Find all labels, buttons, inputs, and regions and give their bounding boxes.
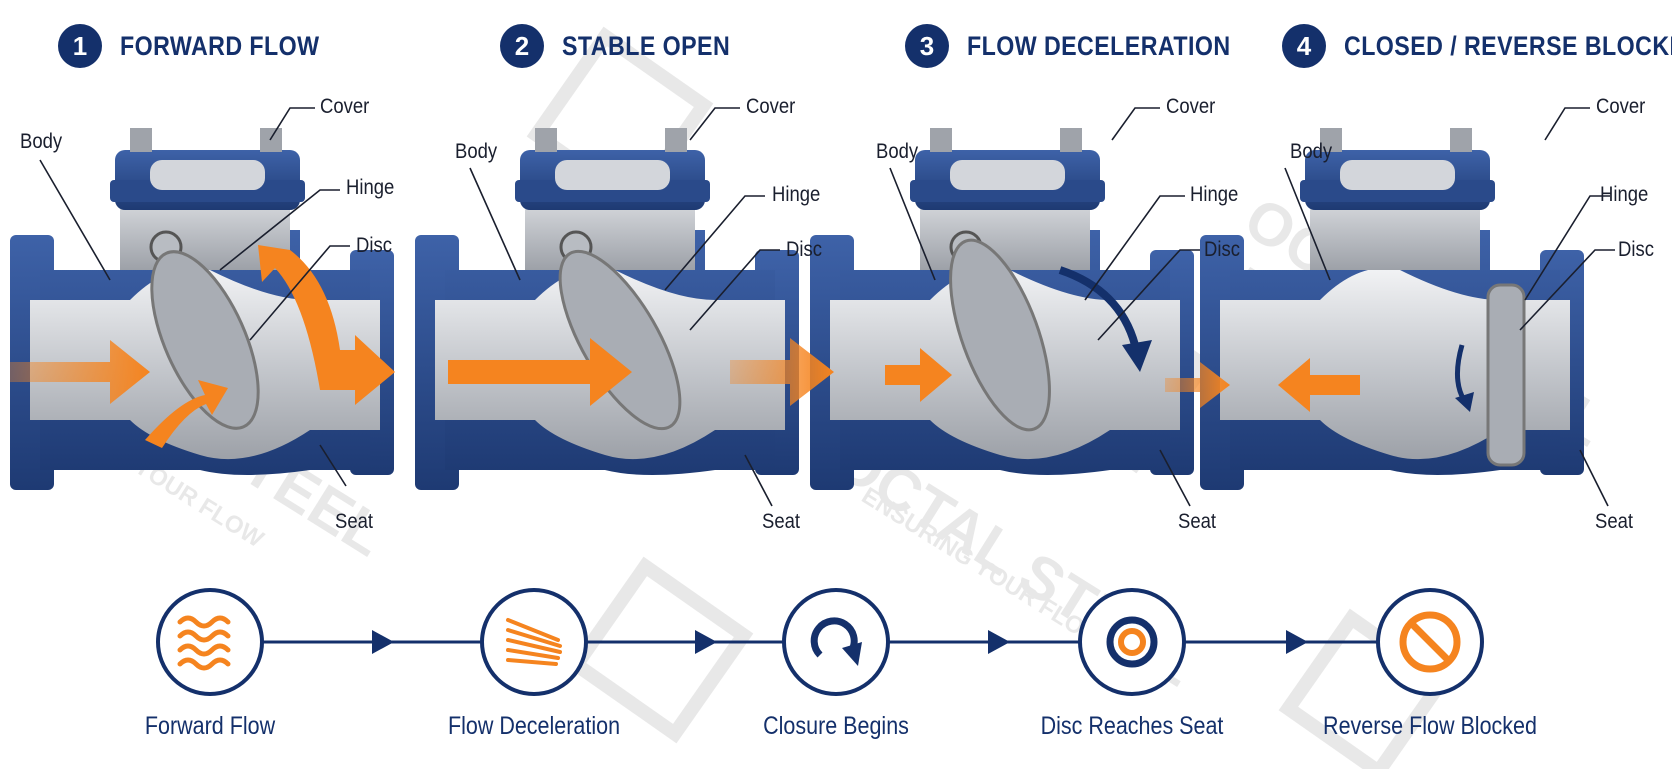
rotation-arrow-icon [782,588,890,696]
label-body-4: Body [1290,140,1333,163]
timeline [156,588,1484,696]
label-hinge-3: Hinge [1190,183,1239,206]
step-title-2: STABLE OPEN [562,30,731,61]
label-seat-3: Seat [1178,510,1217,533]
closing-arrows [1058,266,1474,412]
disc-2 [558,230,682,431]
step-header-4: 4 CLOSED / REVERSE BLOCKED [1282,24,1672,68]
prohibited-icon [1376,588,1484,696]
timeline-label-closure-begins: Closure Begins [763,712,909,740]
step-title-1: FORWARD FLOW [120,30,320,61]
step-number-4: 4 [1282,24,1326,68]
disc-3 [949,230,1051,432]
label-cover-2: Cover [746,95,796,118]
label-seat-1: Seat [335,510,374,533]
label-seat-4: Seat [1595,510,1634,533]
timeline-label-disc-reaches-seat: Disc Reaches Seat [1040,712,1224,740]
label-cover-3: Cover [1166,95,1216,118]
flow-arrows [10,245,1360,448]
label-disc-1: Disc [356,234,392,257]
disc-1 [149,230,260,430]
label-disc-3: Disc [1204,238,1240,261]
step-title-3: FLOW DECELERATION [967,30,1231,61]
label-cover-1: Cover [320,95,370,118]
step-number-1: 1 [58,24,102,68]
label-seat-2: Seat [762,510,801,533]
label-disc-2: Disc [786,238,822,261]
label-cover-4: Cover [1596,95,1646,118]
timeline-label-reverse-flow-blocked: Reverse Flow Blocked [1323,712,1537,740]
label-hinge-2: Hinge [772,183,821,206]
step-number-2: 2 [500,24,544,68]
label-disc-4: Disc [1618,238,1654,261]
step-number-3: 3 [905,24,949,68]
step-header-2: 2 STABLE OPEN [500,24,758,68]
disc-4 [1486,283,1526,467]
label-body-3: Body [876,140,919,163]
label-hinge-1: Hinge [346,176,395,199]
label-body-2: Body [455,140,498,163]
valve-4 [1200,128,1584,490]
leader-lines [39,107,1615,507]
decelerating-lines-icon [480,588,588,696]
step-title-4: CLOSED / REVERSE BLOCKED [1344,30,1672,61]
timeline-label-forward-flow: Forward Flow [144,712,276,740]
target-rings-icon [1078,588,1186,696]
step-header-3: 3 FLOW DECELERATION [905,24,1273,68]
step-header-1: 1 FORWARD FLOW [58,24,352,68]
timeline-label-flow-deceleration: Flow Deceleration [447,712,621,740]
wavy-lines-icon [156,588,264,696]
label-body-1: Body [20,130,63,153]
label-hinge-4: Hinge [1600,183,1649,206]
